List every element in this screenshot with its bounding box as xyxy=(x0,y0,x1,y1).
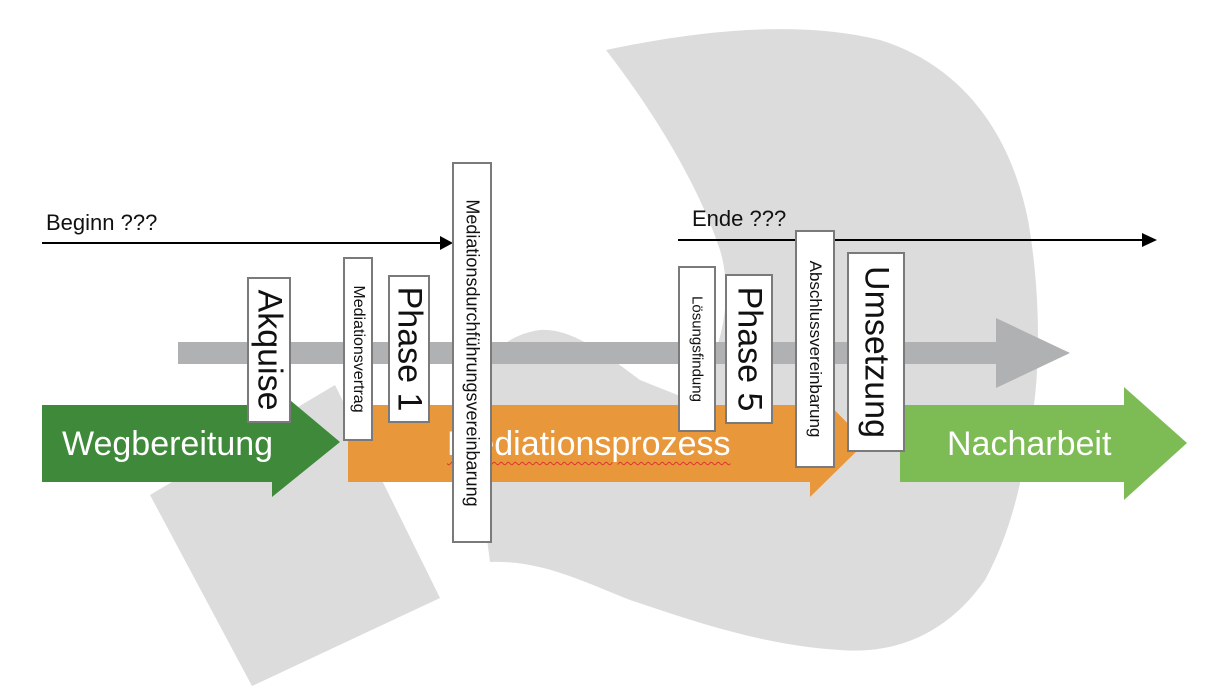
wegbereitung-label: Wegbereitung xyxy=(62,425,274,463)
milestone-abschlussvereinbarung: Abschlussvereinbarung xyxy=(795,230,835,468)
milestone-loesungsfindung: Lösungsfindung xyxy=(678,266,716,432)
beginn-label: Beginn ??? xyxy=(46,210,158,235)
milestone-label: Mediationsvertrag xyxy=(350,285,367,413)
milestone-label: Phase 1 xyxy=(390,286,429,412)
milestone-label: Lösungsfindung xyxy=(688,296,706,402)
milestone-label: Umsetzung xyxy=(857,266,896,438)
gray-arrow-head xyxy=(996,318,1070,388)
milestone-label: Phase 5 xyxy=(730,286,769,412)
nacharbeit-label: Nacharbeit xyxy=(947,425,1112,463)
milestone-phase-1: Phase 1 xyxy=(388,275,430,423)
milestone-label: Akquise xyxy=(250,289,289,411)
milestone-phase-5: Phase 5 xyxy=(725,274,773,424)
milestone-akquise: Akquise xyxy=(247,277,291,423)
milestone-label: Mediationsdurchführungsvereinbarung xyxy=(462,198,483,507)
milestone-mediationsdurchfuehrungsvereinbarung: Mediationsdurchführungsvereinbarung xyxy=(452,162,492,543)
milestone-label: Abschlussvereinbarung xyxy=(806,260,825,438)
milestone-umsetzung: Umsetzung xyxy=(847,252,905,452)
ende-arrowhead xyxy=(1142,233,1157,247)
ende-label: Ende ??? xyxy=(692,206,787,231)
milestone-mediationsvertrag: Mediationsvertrag xyxy=(343,257,373,441)
beginn-arrowhead xyxy=(440,236,453,250)
nacharbeit-arrow xyxy=(900,387,1187,500)
